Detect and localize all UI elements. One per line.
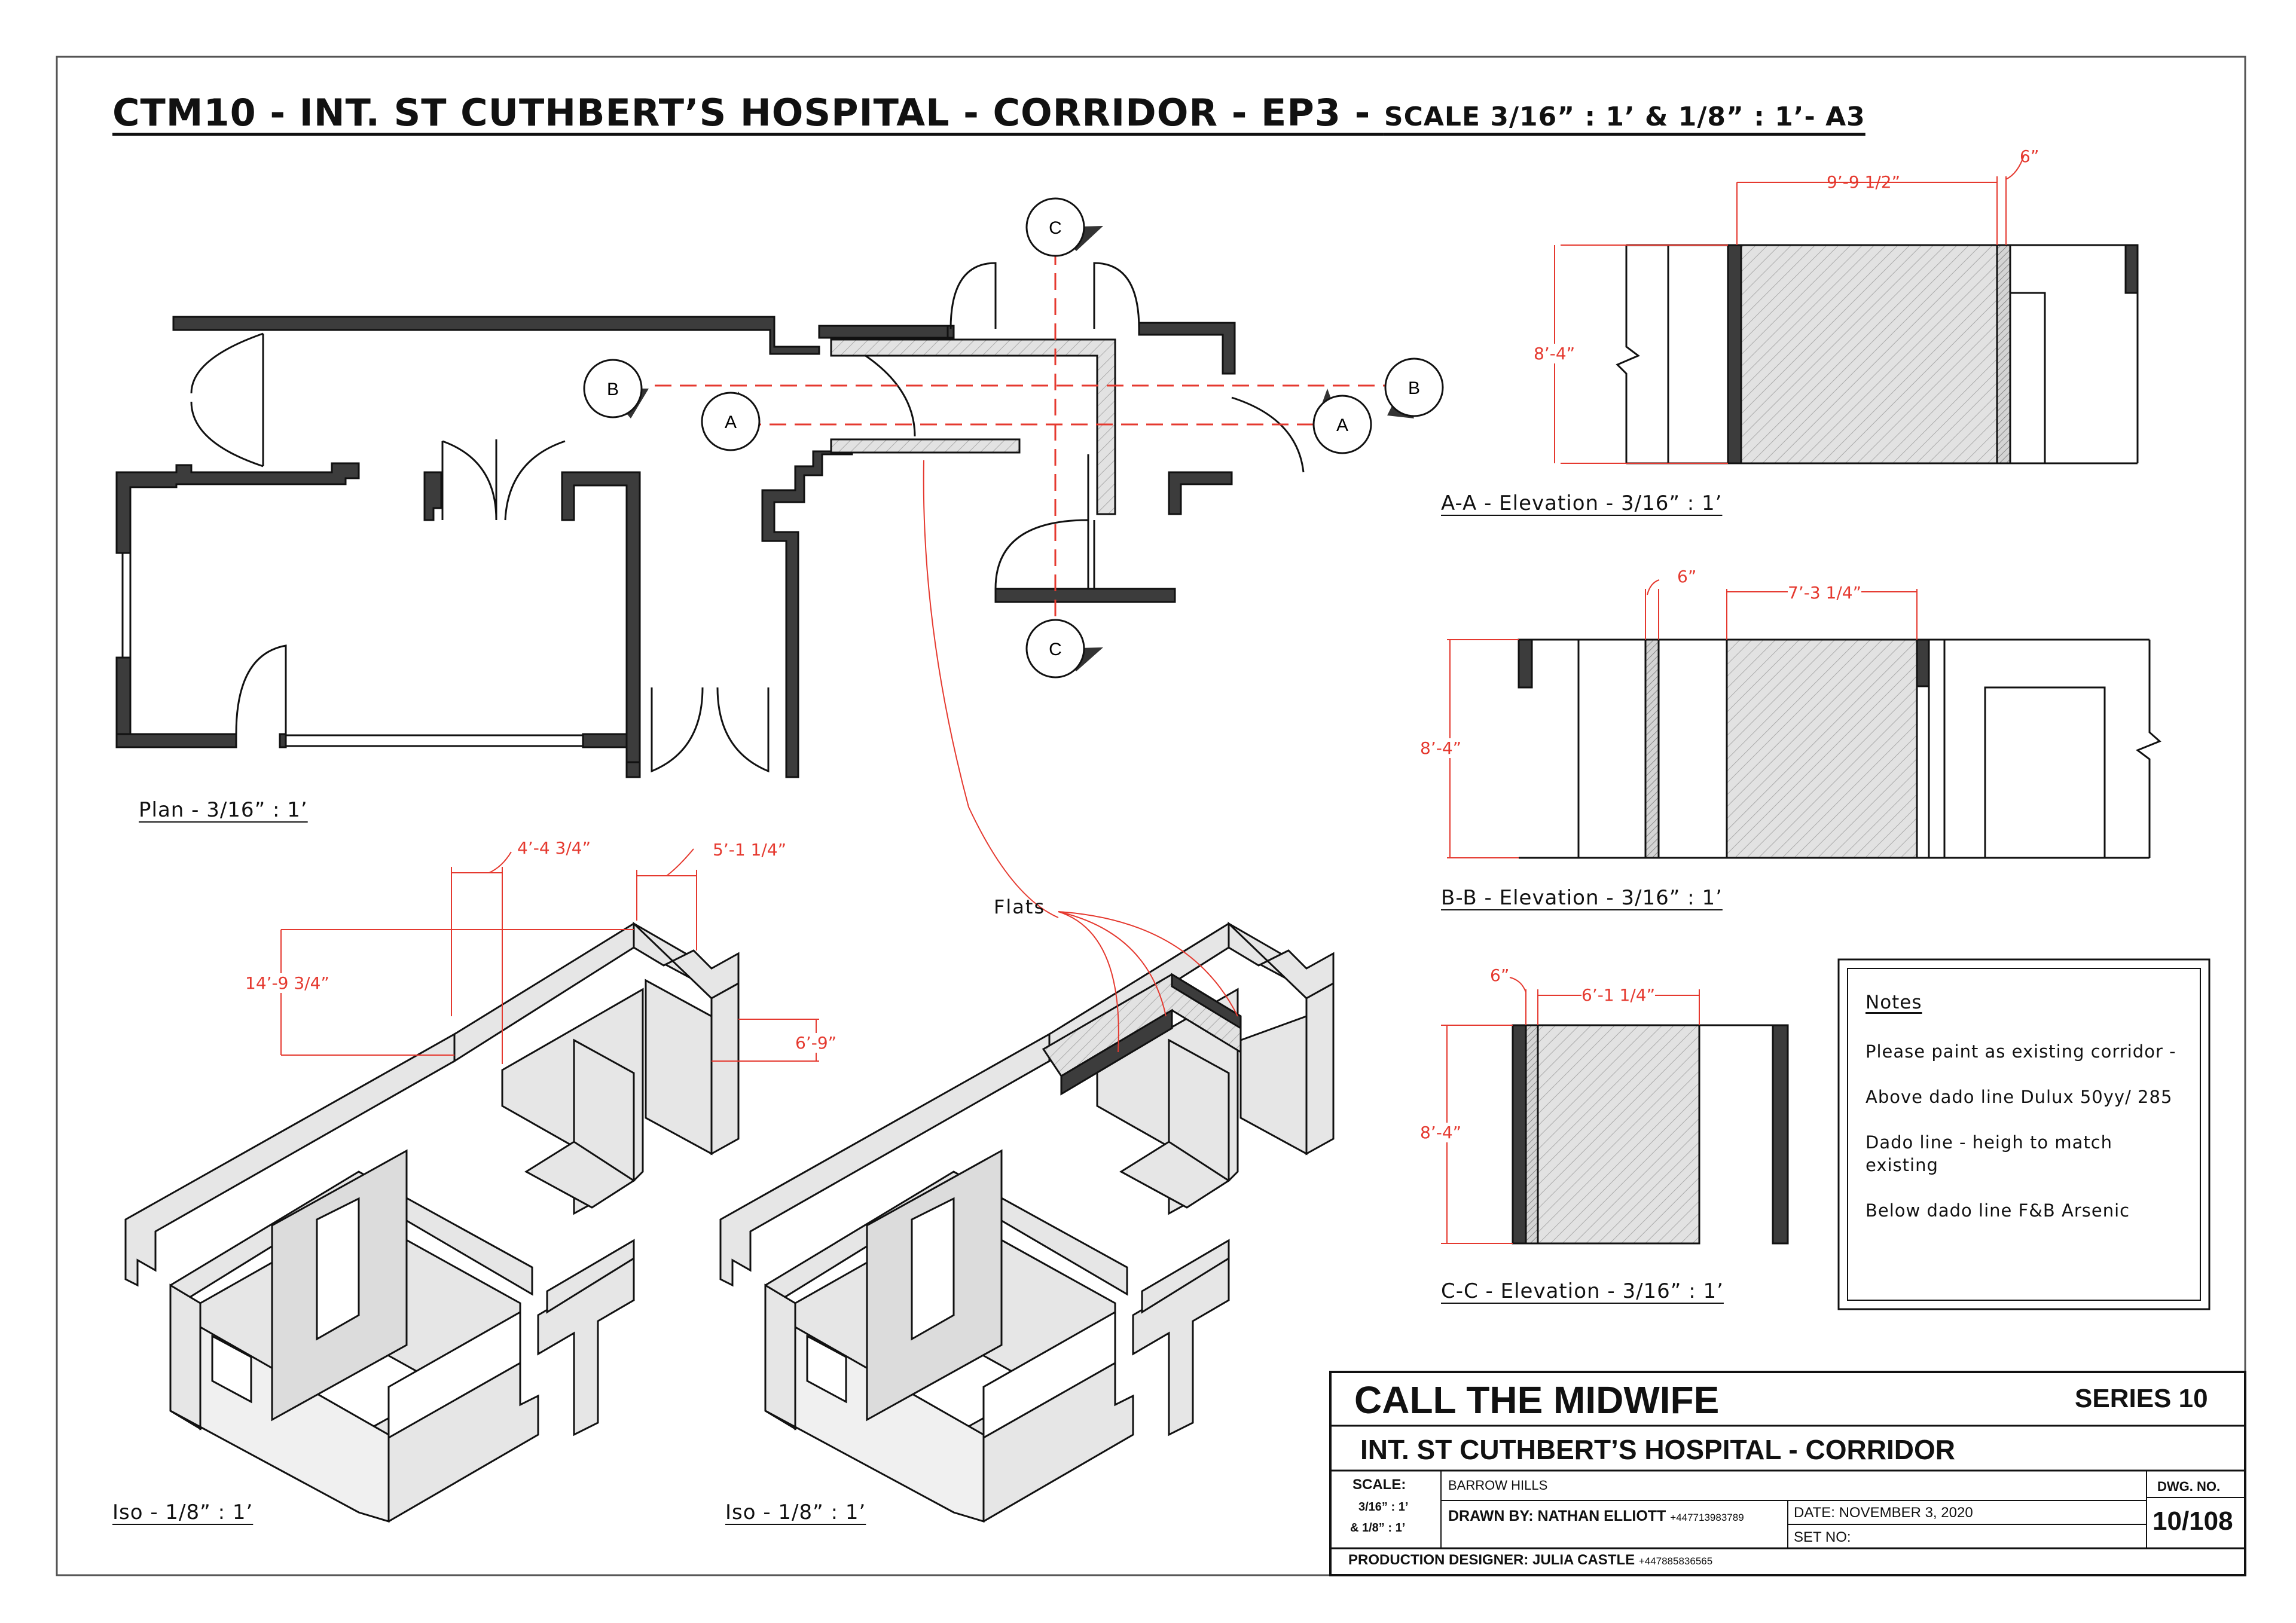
notes-heading: Notes — [1866, 992, 1922, 1013]
show-title: CALL THE MIDWIFE — [1354, 1379, 1720, 1422]
svg-text:B: B — [1408, 378, 1420, 398]
series-label: SERIES 10 — [2075, 1384, 2208, 1413]
marker-b-left: B — [583, 359, 649, 418]
flats-leaders — [923, 460, 1238, 1053]
dim-aa-height: 8’-4” — [1534, 344, 1576, 363]
svg-text:A: A — [1336, 415, 1348, 435]
elevation-bb — [1518, 638, 2161, 859]
drawn-by: DRAWN BY: NATHAN ELLIOTT +447713983789 — [1448, 1508, 1744, 1524]
dwg-number: 10/108 — [2152, 1506, 2233, 1536]
note-item: Above dado line Dulux 50yy/ 285 — [1866, 1087, 2173, 1107]
section-lines — [655, 248, 1393, 628]
dim-aa-thick: 6” — [2020, 146, 2039, 166]
scale-value-1: 3/16” : 1’ — [1358, 1500, 1409, 1514]
marker-a-left: A — [701, 392, 761, 451]
designer-phone: +447885836565 — [1638, 1555, 1713, 1567]
dim-iso-d1: 4’-4 3/4” — [517, 838, 591, 858]
dim-iso-d3: 6’-9” — [795, 1033, 837, 1053]
production-designer: PRODUCTION DESIGNER: JULIA CASTLE +44788… — [1348, 1552, 1713, 1568]
svg-text:B: B — [607, 380, 619, 399]
elevation-bb-label: B-B - Elevation - 3/16” : 1’ — [1441, 886, 1723, 910]
dim-iso-d2: 5’-1 1/4” — [713, 840, 787, 860]
section-markers: B A C C A B — [583, 197, 1444, 678]
notes: Notes Please paint as existing corridor … — [1866, 991, 2176, 1245]
plan-label: Plan - 3/16” : 1’ — [139, 798, 308, 822]
location: BARROW HILLS — [1448, 1478, 1548, 1493]
svg-text:A: A — [725, 412, 737, 432]
marker-a-right: A — [1312, 389, 1372, 454]
dim-bb-thick: 6” — [1677, 567, 1697, 586]
drawn-by-phone: +447713983789 — [1670, 1512, 1744, 1523]
drawing-date: DATE: NOVEMBER 3, 2020 — [1794, 1505, 1973, 1521]
iso-left — [124, 921, 740, 1523]
sheet-title: CTM10 - INT. ST CUTHBERT’S HOSPITAL - CO… — [112, 91, 1866, 135]
elevation-aa-label: A-A - Elevation - 3/16” : 1’ — [1441, 491, 1723, 515]
dim-cc-width: 6’-1 1/4” — [1581, 985, 1656, 1005]
svg-text:C: C — [1049, 218, 1062, 238]
dim-aa-width: 9’-9 1/2” — [1827, 172, 1901, 192]
sheet-border — [56, 56, 2246, 1576]
note-item: Dado line - heigh to match existing — [1866, 1132, 2113, 1175]
set-name: INT. ST CUTHBERT’S HOSPITAL - CORRIDOR — [1360, 1434, 1955, 1465]
dim-cc-thick: 6” — [1490, 965, 1510, 985]
scale-label: SCALE: — [1352, 1477, 1406, 1493]
sheet-title-scale: SCALE 3/16” : 1’ & 1/8” : 1’- A3 — [1384, 102, 1866, 132]
dim-bb-width: 7’-3 1/4” — [1788, 583, 1862, 603]
dim-bb-height: 8’-4” — [1420, 738, 1462, 758]
note-item: Below dado line F&B Arsenic — [1866, 1200, 2130, 1221]
note-item: Please paint as existing corridor - — [1866, 1041, 2176, 1062]
set-number: SET NO: — [1794, 1529, 1851, 1545]
elevation-cc — [1512, 1024, 1789, 1245]
iso-right-label: Iso - 1/8” : 1’ — [725, 1500, 866, 1524]
notes-box-outer — [1837, 958, 2210, 1310]
marker-c-top: C — [1025, 197, 1103, 257]
dwg-no-label: DWG. NO. — [2157, 1479, 2221, 1494]
flats-label: Flats — [994, 895, 1046, 918]
plan-openings — [121, 262, 1305, 773]
dim-iso-height: 14’-9 3/4” — [245, 973, 329, 993]
svg-text:C: C — [1049, 640, 1062, 659]
elevation-aa — [1616, 244, 2139, 464]
floor-plan — [115, 316, 1236, 778]
iso-right — [719, 921, 1335, 1523]
marker-b-right: B — [1384, 357, 1444, 418]
marker-c-bottom: C — [1025, 619, 1103, 678]
title-block — [1329, 1371, 2246, 1576]
elevation-cc-label: C-C - Elevation - 3/16” : 1’ — [1441, 1279, 1724, 1303]
iso-left-label: Iso - 1/8” : 1’ — [112, 1500, 254, 1524]
dim-cc-height: 8’-4” — [1420, 1123, 1462, 1142]
plan-flats — [830, 338, 1116, 515]
scale-value-2: & 1/8” : 1’ — [1350, 1521, 1406, 1535]
notes-box-inner — [1847, 968, 2201, 1301]
